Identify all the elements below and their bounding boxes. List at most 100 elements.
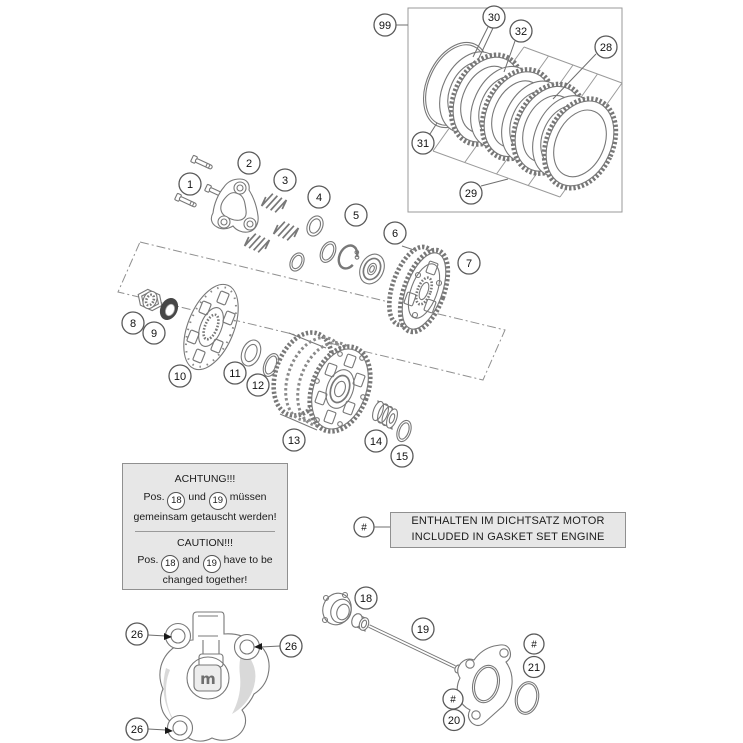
gasket-box-line2: INCLUDED IN GASKET SET ENGINE — [411, 531, 605, 543]
svg-text:4: 4 — [316, 192, 322, 204]
callout-26-bottom: 26 — [125, 717, 149, 741]
svg-text:19: 19 — [417, 624, 429, 636]
svg-text:6: 6 — [392, 228, 398, 240]
svg-text:9: 9 — [151, 328, 157, 340]
svg-text:5: 5 — [353, 210, 359, 222]
svg-text:13: 13 — [288, 435, 300, 447]
callout-13: 13 — [282, 428, 306, 452]
callout-6: 6 — [383, 221, 407, 245]
callout-4: 4 — [307, 185, 331, 209]
callout-hash-oring: # — [442, 688, 464, 710]
pos-18-badge: 18 — [161, 555, 180, 574]
svg-text:1: 1 — [187, 179, 193, 191]
callout-hash-gasket: # — [523, 633, 545, 655]
pushrod-bushing — [351, 613, 370, 632]
svg-text:#: # — [531, 640, 537, 651]
callout-7: 7 — [457, 251, 481, 275]
warning-title-de: ACHTUNG!!! — [174, 473, 236, 485]
spacer-sleeve — [372, 400, 398, 430]
svg-text:20: 20 — [448, 715, 460, 727]
callout-14: 14 — [364, 429, 388, 453]
callout-30: 30 — [482, 5, 506, 29]
kit-leader-lines — [396, 24, 597, 187]
warning-line1-en: Pos. 18 and 19 have to be — [123, 553, 287, 574]
callout-11: 11 — [223, 361, 247, 385]
gasket-box-line1: ENTHALTEN IM DICHTSATZ MOTOR — [411, 515, 605, 528]
pos-19-badge: 19 — [208, 491, 227, 510]
cylinder-gasket — [456, 644, 513, 727]
svg-text:26: 26 — [285, 641, 297, 653]
inner-clutch-hub — [386, 244, 451, 335]
mount-bolt-leaders — [147, 633, 281, 734]
callout-32: 32 — [509, 19, 533, 43]
gasket-set-box: ENTHALTEN IM DICHTSATZ MOTOR INCLUDED IN… — [390, 512, 626, 548]
callout-5: 5 — [344, 203, 368, 227]
brand-logo-letter: m — [200, 670, 216, 688]
release-bearing — [359, 253, 385, 285]
pos-19-badge: 19 — [202, 555, 221, 574]
callout-26-right: 26 — [279, 634, 303, 658]
svg-text:10: 10 — [174, 371, 186, 383]
svg-text:8: 8 — [130, 318, 136, 330]
o-ring — [514, 681, 540, 715]
svg-text:#: # — [450, 695, 456, 706]
svg-text:18: 18 — [360, 593, 372, 605]
callout-31: 31 — [411, 131, 435, 155]
svg-text:14: 14 — [370, 436, 382, 448]
callout-19: 19 — [411, 617, 435, 641]
svg-text:12: 12 — [252, 380, 264, 392]
svg-text:28: 28 — [600, 42, 612, 54]
clutch-slave-cylinder: m — [159, 611, 270, 742]
warning-line2-en: changed together! — [162, 574, 248, 587]
washers-and-circlip — [289, 215, 385, 285]
callout-29: 29 — [459, 181, 483, 205]
svg-text:31: 31 — [417, 138, 429, 150]
svg-text:2: 2 — [246, 158, 252, 170]
spring-retainer-plate — [210, 178, 259, 233]
warning-line1-de: Pos. 18 und 19 müssen — [123, 490, 287, 510]
svg-text:29: 29 — [465, 188, 477, 200]
svg-text:21: 21 — [528, 662, 540, 674]
callout-1: 1 — [178, 172, 202, 196]
svg-text:32: 32 — [515, 26, 527, 38]
svg-text:15: 15 — [396, 451, 408, 463]
callout-8: 8 — [121, 311, 145, 335]
svg-text:26: 26 — [131, 629, 143, 641]
callout-21: 21 — [522, 655, 546, 679]
bolt-group — [174, 154, 227, 208]
shaft-seal-ring — [159, 297, 179, 321]
callout-99: 99 — [373, 13, 397, 37]
callout-20: 20 — [442, 708, 466, 732]
brand-logo-plate — [193, 664, 222, 692]
svg-text:26: 26 — [131, 724, 143, 736]
callout-18: 18 — [354, 586, 378, 610]
assembly-axis-plane — [117, 241, 506, 381]
svg-text:30: 30 — [488, 12, 500, 24]
release-piston — [321, 591, 352, 626]
pos-18-badge: 18 — [167, 491, 186, 510]
callout-15: 15 — [390, 444, 414, 468]
callout-9: 9 — [142, 321, 166, 345]
hub-nut — [137, 288, 163, 312]
svg-text:7: 7 — [466, 258, 472, 270]
clutch-basket — [271, 330, 373, 434]
svg-text:#: # — [361, 523, 367, 534]
svg-text:99: 99 — [379, 20, 391, 32]
svg-text:3: 3 — [282, 175, 288, 187]
warning-divider — [135, 530, 275, 532]
warning-title-en: CAUTION!!! — [176, 536, 233, 549]
callout-10: 10 — [168, 364, 192, 388]
circlip — [337, 244, 360, 270]
callout-28: 28 — [594, 35, 618, 59]
warning-line2-de: gemeinsam getauscht werden! — [133, 510, 277, 523]
svg-text:11: 11 — [229, 368, 240, 380]
shim-ring — [396, 419, 412, 443]
callout-26-top-left: 26 — [125, 622, 149, 646]
clutch-disc-kit-box — [396, 7, 630, 213]
warning-box: ACHTUNG!!! Pos. 18 und 19 müssen gemeins… — [122, 463, 288, 590]
callout-2: 2 — [237, 151, 261, 175]
callout-12: 12 — [246, 373, 270, 397]
callout-hash-box: # — [353, 516, 375, 538]
